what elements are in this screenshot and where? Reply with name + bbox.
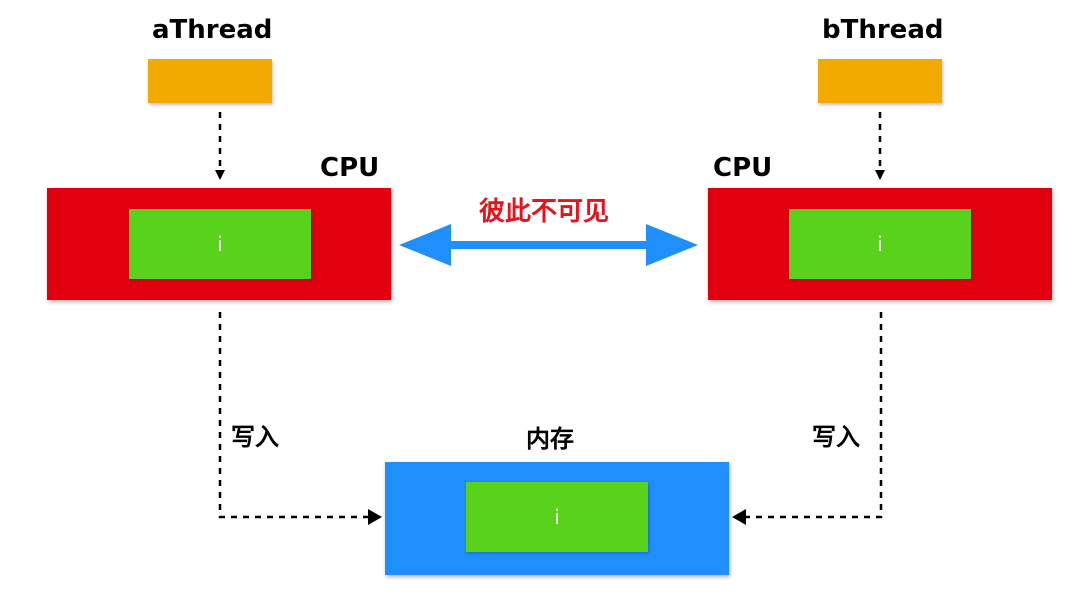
right-write-arrowhead xyxy=(732,509,746,525)
athread-label: aThread xyxy=(152,15,273,45)
right-write-path xyxy=(745,312,883,519)
left-write-path xyxy=(218,312,372,519)
memory-variable: i xyxy=(466,482,648,552)
invisible-double-arrow-right-head xyxy=(646,224,698,266)
write-right-label: 写入 xyxy=(812,423,860,451)
cpu-left-variable: i xyxy=(129,209,311,279)
athread-box xyxy=(148,59,272,103)
cpu-right-label: CPU xyxy=(713,153,773,183)
cpu-left-label: CPU xyxy=(320,153,380,183)
invisible-label: 彼此不可见 xyxy=(479,197,610,227)
cpu-right-variable: i xyxy=(789,209,971,279)
bthread-box xyxy=(818,59,942,103)
write-left-label: 写入 xyxy=(231,423,279,451)
bthread-label: bThread xyxy=(822,15,944,45)
invisible-double-arrow-left-head xyxy=(399,224,451,266)
left-write-arrowhead xyxy=(368,509,382,525)
memory-label: 内存 xyxy=(526,425,574,453)
